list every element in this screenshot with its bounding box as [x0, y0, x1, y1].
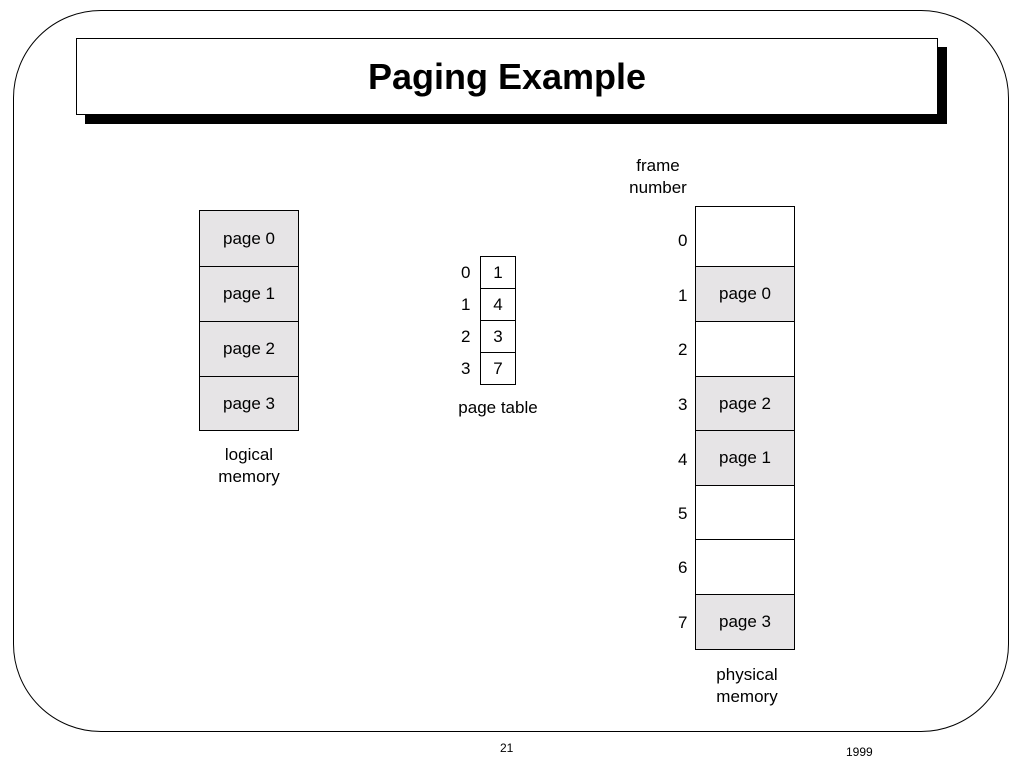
page-table-entry-3: 7 — [480, 352, 516, 385]
logical-memory-caption-line1: logical — [224, 445, 274, 464]
physical-memory-caption-line2: memory — [716, 687, 778, 706]
page-table-entry-2: 3 — [480, 320, 516, 353]
slide-title: Paging Example — [367, 55, 647, 97]
physical-frame-1: page 0 — [695, 266, 795, 322]
logical-page-3: page 3 — [199, 376, 299, 431]
physical-frame-6 — [695, 539, 795, 595]
physical-memory-caption-line1: physical — [716, 665, 778, 684]
page-table-entry-0: 1 — [480, 256, 516, 289]
frame-number-4: 4 — [678, 450, 688, 469]
physical-frame-4: page 1 — [695, 430, 795, 486]
page-table-index-2: 2 — [461, 327, 471, 346]
logical-memory-caption-line2: memory — [218, 467, 280, 486]
physical-frame-2 — [695, 321, 795, 377]
frame-number-0: 0 — [678, 231, 688, 250]
page-table-index-3: 3 — [461, 359, 471, 378]
physical-frame-5 — [695, 485, 795, 540]
frame-number-7: 7 — [678, 613, 688, 632]
physical-frame-0 — [695, 206, 795, 267]
frame-number-header-line1: frame — [636, 156, 680, 175]
frame-number-6: 6 — [678, 558, 688, 577]
page-table-caption: page table — [458, 398, 538, 417]
physical-memory-caption: physical memory — [687, 664, 807, 708]
page-table-index-1: 1 — [461, 295, 471, 314]
logical-page-0: page 0 — [199, 210, 299, 267]
page-table-index-0: 0 — [461, 263, 471, 282]
page-table-entry-1: 4 — [480, 288, 516, 321]
page-number: 21 — [500, 741, 514, 755]
logical-page-2: page 2 — [199, 321, 299, 377]
year-label: 1999 — [846, 745, 873, 759]
frame-number-header: frame number — [598, 155, 718, 199]
physical-frame-7: page 3 — [695, 594, 795, 650]
frame-number-1: 1 — [678, 286, 688, 305]
frame-number-header-line2: number — [629, 178, 687, 197]
frame-number-3: 3 — [678, 395, 688, 414]
logical-page-1: page 1 — [199, 266, 299, 322]
frame-number-2: 2 — [678, 340, 688, 359]
physical-frame-3: page 2 — [695, 376, 795, 431]
title-box: Paging Example — [76, 38, 938, 115]
slide-frame — [13, 10, 1009, 732]
logical-memory-caption: logical memory — [189, 444, 309, 488]
frame-number-5: 5 — [678, 504, 688, 523]
